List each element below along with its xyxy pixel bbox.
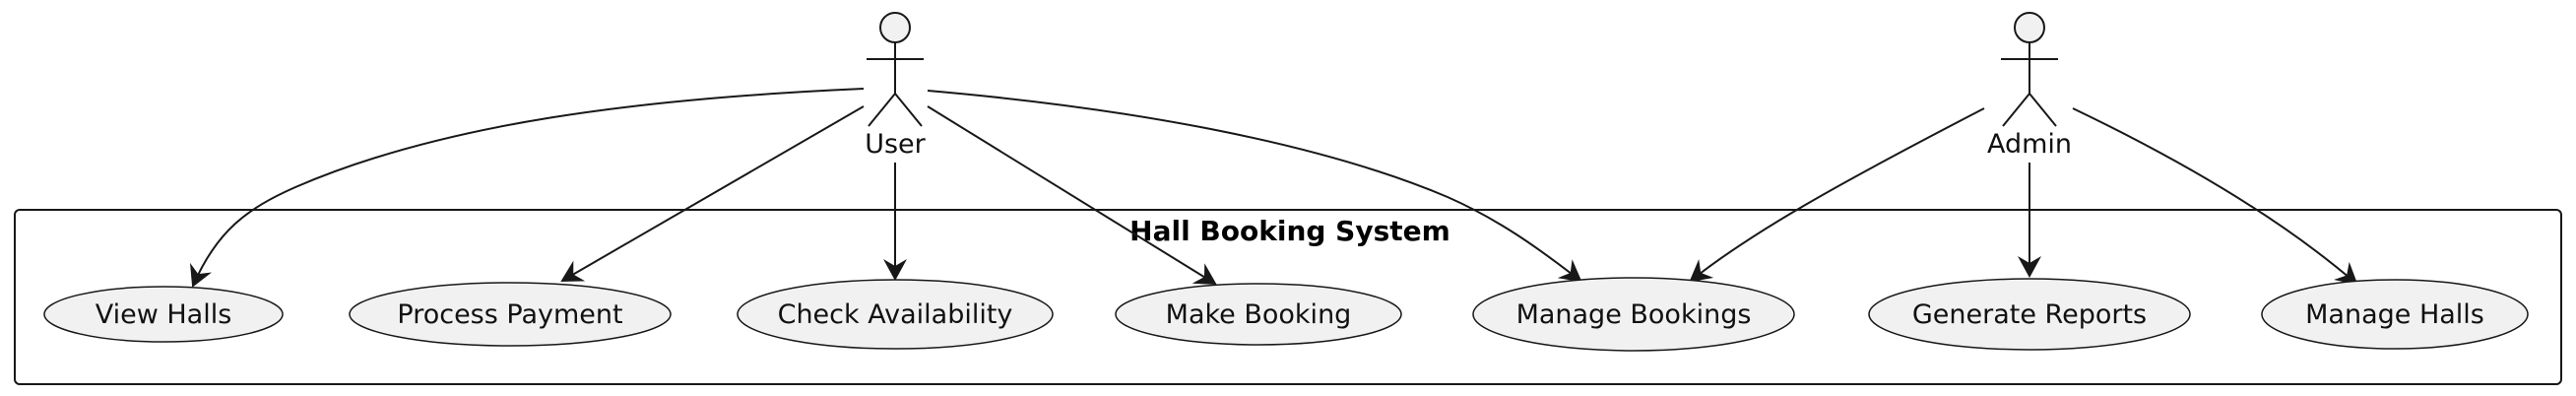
use-case-label: View Halls	[96, 299, 232, 330]
use-case-manage-bookings: Manage Bookings	[1472, 277, 1795, 352]
system-boundary: Hall Booking System	[14, 209, 2562, 385]
association-admin-manage-bookings	[1689, 107, 1985, 283]
use-case-label: Process Payment	[397, 299, 622, 330]
association-admin-manage-halls	[2072, 107, 2358, 286]
use-case-generate-reports: Generate Reports	[1868, 278, 2191, 351]
system-boundary-frame	[14, 209, 2562, 385]
use-case-process-payment: Process Payment	[349, 282, 672, 347]
use-case-make-booking: Make Booking	[1115, 283, 1402, 346]
use-case-label: Check Availability	[778, 299, 1013, 330]
stick-figure-icon	[867, 12, 924, 127]
association-user-make-booking	[927, 105, 1217, 286]
actor-label: Admin	[1987, 129, 2072, 160]
association-user-view-halls	[190, 88, 865, 288]
system-title: Hall Booking System	[1129, 215, 1450, 247]
actor-label: User	[865, 129, 926, 160]
use-case-label: Generate Reports	[1912, 299, 2147, 330]
use-cases: View Halls Process Payment Check Availab…	[43, 277, 2529, 352]
association-user-process-payment	[560, 105, 865, 283]
association-user-manage-bookings	[927, 90, 1582, 283]
actor-user: User	[865, 12, 927, 160]
associations	[190, 88, 2358, 288]
use-case-manage-halls: Manage Halls	[2261, 279, 2529, 350]
use-case-check-availability: Check Availability	[737, 279, 1054, 350]
stick-figure-icon	[2001, 12, 2058, 127]
use-case-view-halls: View Halls	[43, 286, 284, 343]
actor-admin: Admin	[1987, 12, 2072, 160]
use-case-label: Make Booking	[1166, 299, 1352, 330]
use-case-label: Manage Halls	[2305, 299, 2484, 330]
use-case-label: Manage Bookings	[1516, 299, 1752, 330]
